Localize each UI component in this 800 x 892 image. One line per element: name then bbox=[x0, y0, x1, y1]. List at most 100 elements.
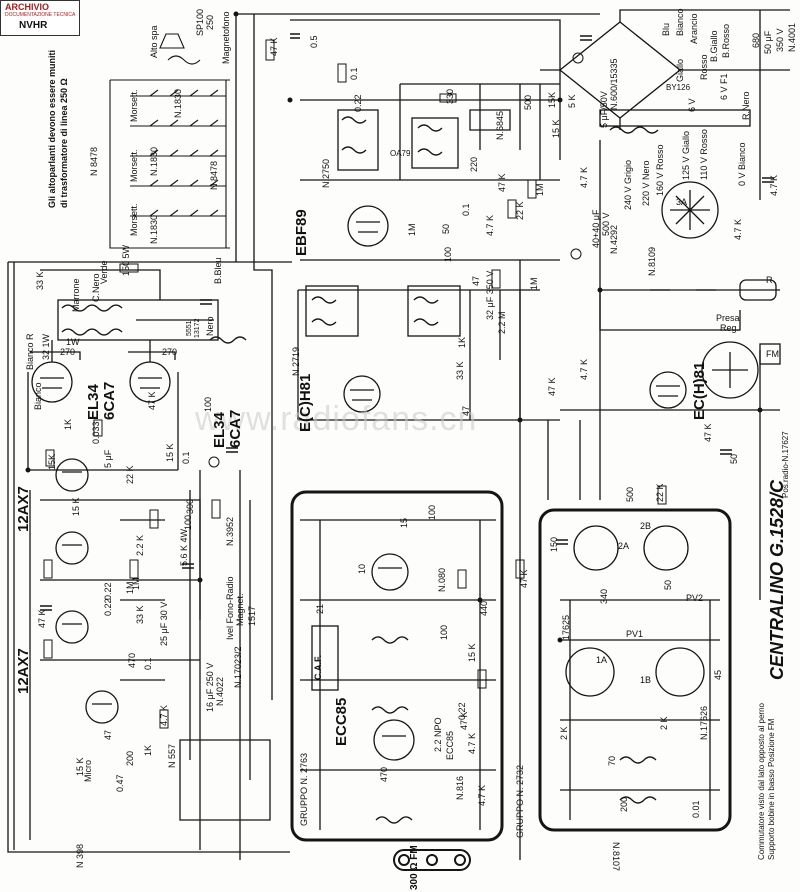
label-n080: N.080 bbox=[437, 567, 447, 592]
label-sp100: SP100 bbox=[195, 8, 205, 36]
component-value: 0.01 bbox=[691, 800, 701, 818]
component-value: 47 bbox=[471, 275, 481, 286]
label-b-giallo: B.Giallo bbox=[709, 30, 719, 62]
label-magnet: Magnet. bbox=[235, 593, 245, 626]
component-value: 4.7 K bbox=[467, 732, 477, 754]
component-value: 1K bbox=[457, 336, 467, 348]
archive-logo: ARCHIVIO DOCUMENTAZIONE TECNICA NVHR bbox=[0, 0, 80, 36]
component-value: 330 bbox=[445, 88, 455, 104]
label-n4292: N.4292 bbox=[609, 224, 619, 254]
component-value: 100 bbox=[183, 514, 193, 530]
tube-ech81-if: E(C)H81 bbox=[297, 373, 314, 432]
component-value: 1M bbox=[529, 277, 539, 290]
component-value: 200 bbox=[619, 796, 629, 812]
label-marrone: Marrone bbox=[71, 278, 81, 312]
component-value: 32 μF 350 V bbox=[485, 270, 495, 320]
component-value: 0.47 bbox=[115, 774, 125, 792]
component-value: 4.7 K bbox=[579, 358, 589, 380]
component-value: 0.1 bbox=[461, 203, 471, 216]
label-b-bleu: B.Bleu bbox=[213, 257, 223, 284]
component-value: 500 bbox=[523, 94, 533, 110]
label-17625: 17625 bbox=[561, 614, 571, 640]
label-125v: 125 V Giallo bbox=[681, 130, 691, 180]
label-fono-radio: Ivel Fono-Radio bbox=[225, 576, 235, 640]
component-value: 100 bbox=[443, 246, 453, 262]
speaker-note-2: di trasformatore di linea 250 Ω bbox=[59, 78, 69, 208]
component-value: 47 K bbox=[547, 377, 557, 396]
left-rail bbox=[7, 261, 292, 853]
speaker-note-1: Gli altoparlanti devono essere muniti bbox=[47, 49, 57, 208]
label-240v: 240 V Grigio bbox=[623, 159, 633, 210]
component-value: 33 K bbox=[135, 605, 145, 624]
component-value: 0.22 bbox=[103, 598, 113, 616]
label-6v-f1: 6 V F1 bbox=[719, 73, 729, 100]
label-altoparlante: Alto spa bbox=[149, 25, 159, 58]
switch-note-2: Supporto bobine in basso Posizione FM bbox=[767, 718, 776, 860]
label-0v: 0 V Bianco bbox=[737, 142, 747, 186]
label-n4292-val: 40+40 μF bbox=[591, 209, 601, 248]
component-value: 340 bbox=[599, 588, 609, 604]
component-value: 0.22 bbox=[103, 582, 113, 600]
label-n816: N.816 bbox=[455, 775, 465, 800]
component-value: 2 K bbox=[559, 726, 569, 740]
label-350v: 350 V bbox=[775, 28, 785, 52]
component-value: 15 K bbox=[551, 119, 561, 138]
label-caf: C.A.F. bbox=[313, 654, 323, 680]
component-value: 0.22 bbox=[457, 702, 467, 720]
diode-oa79: OA79 bbox=[390, 149, 411, 158]
label-verde: Verde bbox=[99, 260, 109, 284]
component-value: 15 K bbox=[71, 497, 81, 516]
top-rail bbox=[235, 13, 600, 262]
component-value: 470 bbox=[379, 766, 389, 782]
component-value: 22 K bbox=[655, 483, 665, 502]
component-value: 50 bbox=[663, 579, 673, 590]
label-n398: N 398 bbox=[75, 843, 85, 868]
tube-12ax7-b: 12AX7 bbox=[15, 648, 32, 694]
component-value: 15K bbox=[547, 91, 557, 108]
label-n17626: N.17626 bbox=[699, 705, 709, 740]
component-value: 47 bbox=[103, 729, 113, 740]
component-value: 680 bbox=[751, 32, 761, 48]
label-6v: 6 V bbox=[687, 98, 697, 112]
component-value: 2.2 M bbox=[497, 311, 507, 334]
pos-radio-note: Pos.radio-N.17627 bbox=[781, 431, 790, 498]
label-b-rosso: B.Rosso bbox=[721, 23, 731, 58]
label-magnetofono: Magnetofono bbox=[221, 11, 231, 64]
output-transformer bbox=[57, 299, 247, 344]
component-value: 45 bbox=[713, 669, 723, 680]
component-value: 0.5 bbox=[309, 35, 319, 48]
component-value: 500 bbox=[625, 486, 635, 502]
label-bianco-r: Bianco R bbox=[25, 333, 35, 370]
label-switch-2a: 2A bbox=[618, 541, 630, 551]
label-n1830-c: N.1830 bbox=[149, 214, 159, 244]
label-r: R bbox=[766, 275, 773, 285]
component-value: 5 μF/50V bbox=[599, 91, 609, 128]
label-n2750: N.2750 bbox=[321, 158, 331, 188]
label-switch-3a: 3A bbox=[676, 197, 688, 207]
component-value: 1M bbox=[125, 581, 135, 594]
component-value: 15 K bbox=[467, 643, 477, 662]
component-value: 2 K bbox=[659, 716, 669, 730]
rf-group-2732 bbox=[538, 508, 732, 832]
el34-tubes bbox=[27, 340, 179, 471]
label-giallo: Giallo bbox=[675, 58, 685, 82]
component-value: 100 bbox=[203, 396, 213, 412]
component-value: 25 μF 30 V bbox=[159, 601, 169, 646]
label-morsett-2: Morsett. bbox=[129, 149, 139, 182]
label-micro: Micro bbox=[83, 760, 93, 782]
label-1517: 1517 bbox=[247, 605, 257, 626]
label-160v: 160 V Rosso bbox=[655, 144, 665, 196]
rectifier-by126: BY126 bbox=[666, 83, 691, 92]
label-presa: Presa bbox=[716, 313, 740, 323]
component-value: 4.7 K bbox=[579, 166, 589, 188]
logo-top: ARCHIVIO bbox=[5, 2, 50, 12]
component-value: 1K bbox=[63, 418, 73, 430]
component-value: 47 K bbox=[703, 423, 713, 442]
component-value: 33 K bbox=[455, 361, 465, 380]
component-value: 0.1 bbox=[181, 451, 191, 464]
label-bianco: Bianco bbox=[33, 382, 43, 410]
component-value: 15 K bbox=[165, 443, 175, 462]
label-pv1: PV1 bbox=[626, 629, 644, 639]
label-5551: 5551 bbox=[186, 320, 193, 336]
